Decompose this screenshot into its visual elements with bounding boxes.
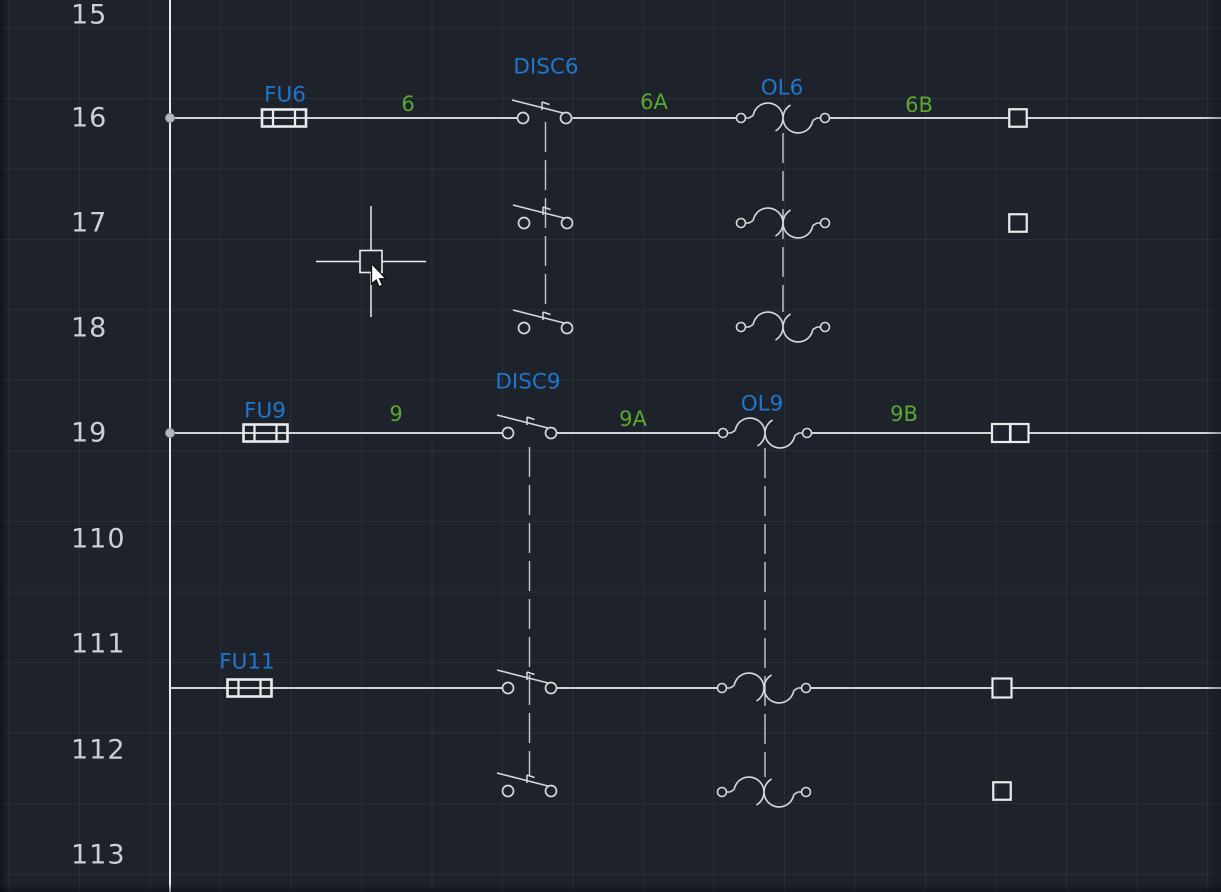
terminal-square[interactable]	[992, 781, 1012, 801]
rung-number[interactable]: 17	[71, 208, 107, 239]
rung-number[interactable]: 111	[71, 629, 126, 660]
switch-terminal-circle	[560, 321, 574, 335]
fuse-symbol[interactable]	[226, 678, 273, 698]
fuse-symbol[interactable]	[242, 423, 289, 443]
switch-terminal-circle	[560, 216, 574, 230]
disconnect-switch-pole[interactable]	[496, 669, 558, 695]
switch-terminal-circle	[517, 216, 531, 230]
switch-blade	[496, 414, 549, 429]
overload-terminal-circle	[819, 321, 831, 333]
switch-linkage-tick	[526, 671, 535, 680]
wire-number-label[interactable]: 9B	[890, 402, 918, 426]
overload-terminal-circle	[800, 786, 812, 798]
component-label[interactable]: DISC6	[513, 55, 578, 80]
fuse-body	[242, 423, 289, 443]
overload-terminal-circle	[735, 321, 747, 333]
wire-number-label[interactable]: 6B	[905, 93, 933, 117]
overload-element-arcs	[745, 207, 821, 239]
rung-number[interactable]: 112	[71, 735, 126, 766]
bus-junction-dot[interactable]	[165, 428, 175, 438]
component-label[interactable]: OL9	[741, 392, 784, 417]
overload-element-arcs	[726, 776, 802, 808]
rung-number[interactable]: 113	[71, 840, 126, 871]
rung-number[interactable]: 19	[71, 418, 107, 449]
overload-terminal-circle	[735, 217, 747, 229]
terminal-square[interactable]	[1008, 108, 1028, 128]
switch-terminal-circle	[544, 784, 558, 798]
switch-blade	[512, 204, 565, 219]
disconnect-switch-pole[interactable]	[496, 772, 558, 798]
switch-terminal-circle	[501, 784, 515, 798]
switch-terminal-circle	[544, 426, 558, 440]
overload-relay-pole[interactable]	[716, 672, 812, 704]
fuse-body	[226, 678, 273, 698]
overload-terminal-circle	[801, 427, 813, 439]
disconnect-switch-pole[interactable]	[512, 309, 574, 335]
overload-terminal-circle	[819, 112, 831, 124]
switch-terminal-circle	[501, 681, 515, 695]
switch-blade	[496, 772, 549, 787]
overload-element-arcs	[726, 672, 802, 704]
overload-relay-pole[interactable]	[735, 102, 831, 134]
switch-terminal-circle	[501, 426, 515, 440]
terminal-square[interactable]	[1009, 422, 1030, 444]
rung-number[interactable]: 15	[71, 0, 107, 31]
overload-terminal-circle	[716, 682, 728, 694]
overload-terminal-circle	[717, 427, 729, 439]
switch-linkage-tick	[542, 206, 551, 215]
overload-terminal-circle	[800, 682, 812, 694]
component-label[interactable]: FU6	[264, 83, 306, 108]
switch-linkage-tick	[526, 774, 535, 783]
switch-blade	[496, 669, 549, 684]
overload-element-arcs	[727, 417, 803, 449]
crosshair-cursor	[316, 206, 426, 317]
terminal-square[interactable]	[991, 677, 1013, 699]
rung-number[interactable]: 16	[71, 103, 107, 134]
overload-element-arcs	[745, 102, 821, 134]
wire-number-label[interactable]: 6	[401, 92, 414, 116]
overload-relay-pole[interactable]	[717, 417, 813, 449]
switch-linkage-tick	[542, 311, 551, 320]
switch-terminal-circle	[559, 111, 573, 125]
component-label[interactable]: DISC9	[495, 370, 560, 395]
switch-terminal-circle	[516, 111, 530, 125]
disconnect-switch-pole[interactable]	[496, 414, 558, 440]
switch-terminal-circle	[517, 321, 531, 335]
disconnect-switch-pole[interactable]	[512, 204, 574, 230]
wire-number-label[interactable]: 9	[389, 402, 402, 426]
overload-relay-pole[interactable]	[735, 207, 831, 239]
fuse-symbol[interactable]	[260, 108, 308, 128]
fuse-body	[260, 108, 308, 128]
switch-blade	[511, 99, 564, 114]
wire-number-label[interactable]: 6A	[640, 90, 668, 114]
rung-number[interactable]: 18	[71, 313, 107, 344]
switch-linkage-tick	[526, 416, 535, 425]
mouse-arrow-cursor	[370, 261, 388, 288]
overload-element-arcs	[745, 311, 821, 343]
rung-number[interactable]: 110	[71, 524, 126, 555]
overload-terminal-circle	[716, 786, 728, 798]
overload-relay-pole[interactable]	[735, 311, 831, 343]
disconnect-switch-pole[interactable]	[511, 99, 573, 125]
switch-blade	[512, 309, 565, 324]
terminal-square[interactable]	[990, 422, 1012, 444]
terminal-square[interactable]	[1008, 213, 1028, 233]
component-label[interactable]: FU9	[244, 399, 286, 424]
switch-linkage-tick	[541, 101, 550, 110]
overload-terminal-circle	[735, 112, 747, 124]
overload-terminal-circle	[819, 217, 831, 229]
bus-junction-dot[interactable]	[165, 113, 175, 123]
component-label[interactable]: OL6	[761, 76, 804, 101]
component-label[interactable]: FU11	[219, 650, 274, 675]
wire-number-label[interactable]: 9A	[619, 407, 647, 431]
overload-relay-pole[interactable]	[716, 776, 812, 808]
switch-terminal-circle	[544, 681, 558, 695]
